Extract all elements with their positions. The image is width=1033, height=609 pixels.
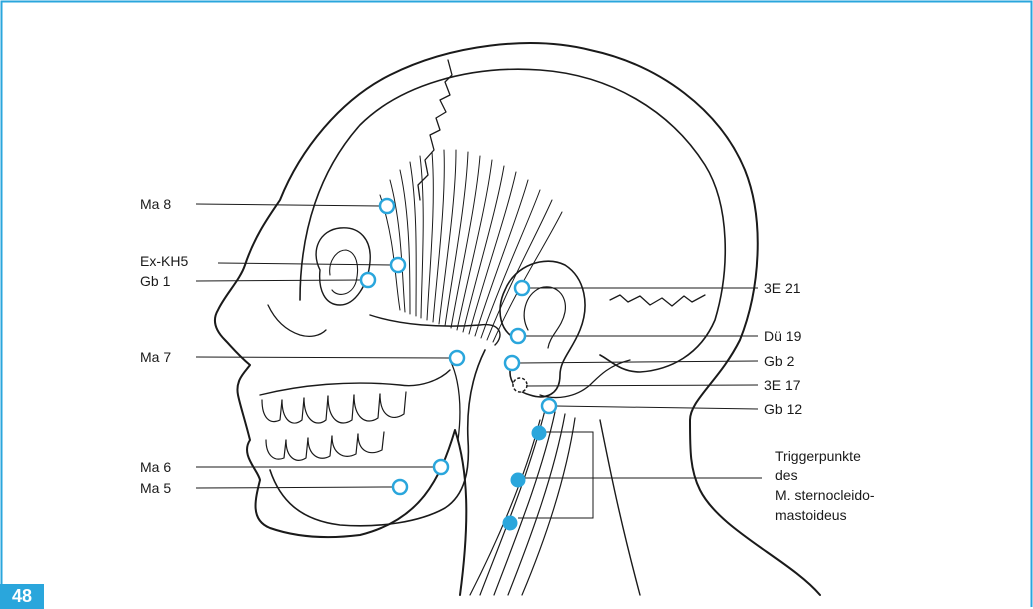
mandible-ramus bbox=[450, 360, 460, 440]
leader-ma5 bbox=[196, 487, 393, 488]
label-gb12: Gb 12 bbox=[764, 401, 802, 417]
acupuncture-points bbox=[361, 199, 556, 531]
maxilla bbox=[260, 370, 450, 395]
label-trigger-line1: Triggerpunkte bbox=[775, 448, 861, 464]
label-ma6: Ma 6 bbox=[140, 459, 171, 475]
label-du19: Dü 19 bbox=[764, 328, 802, 344]
labels-right: 3E 21 Dü 19 Gb 2 3E 17 Gb 12 Triggerpunk… bbox=[764, 280, 875, 523]
label-3e17: 3E 17 bbox=[764, 377, 801, 393]
label-gb1: Gb 1 bbox=[140, 273, 171, 289]
leader-ma8 bbox=[196, 204, 380, 206]
point-gb2 bbox=[505, 356, 519, 370]
point-gb1 bbox=[361, 273, 375, 287]
head-outline bbox=[215, 43, 820, 595]
ear-inner bbox=[524, 287, 565, 348]
point-ma8 bbox=[380, 199, 394, 213]
page-number-badge: 48 bbox=[0, 584, 44, 609]
temporalis-muscle bbox=[380, 150, 562, 342]
leader-3e17 bbox=[527, 385, 758, 386]
labels-left: Ma 8 Ex-KH5 Gb 1 Ma 7 Ma 6 Ma 5 bbox=[140, 196, 188, 496]
leader-ma7 bbox=[196, 357, 450, 358]
point-exkh5 bbox=[391, 258, 405, 272]
label-exkh5: Ex-KH5 bbox=[140, 253, 188, 269]
point-3e17 bbox=[513, 378, 527, 392]
label-trigger-line3: M. sternocleido- bbox=[775, 487, 875, 503]
orbit bbox=[316, 228, 370, 305]
label-ma5: Ma 5 bbox=[140, 480, 171, 496]
leader-gb2 bbox=[519, 361, 758, 363]
label-trigger-line2: des bbox=[775, 467, 798, 483]
label-3e21: 3E 21 bbox=[764, 280, 801, 296]
label-gb2: Gb 2 bbox=[764, 353, 795, 369]
neck-back-outline bbox=[600, 420, 640, 595]
lower-teeth bbox=[266, 432, 384, 460]
sternocleidomastoid-muscle bbox=[470, 410, 575, 595]
leader-gb12 bbox=[556, 406, 758, 409]
trigger-bracket bbox=[518, 432, 593, 518]
skull-suture-lambdoid bbox=[610, 295, 705, 306]
label-ma8: Ma 8 bbox=[140, 196, 171, 212]
point-gb12 bbox=[542, 399, 556, 413]
orbit-inner bbox=[330, 250, 358, 294]
point-3e21 bbox=[515, 281, 529, 295]
trigger-point-1 bbox=[532, 426, 547, 441]
head-illustration bbox=[215, 43, 820, 595]
trigger-point-2 bbox=[511, 473, 526, 488]
nasal-bone bbox=[268, 305, 326, 336]
point-ma5 bbox=[393, 480, 407, 494]
point-ma7 bbox=[450, 351, 464, 365]
trigger-point-3 bbox=[503, 516, 518, 531]
point-ma6 bbox=[434, 460, 448, 474]
label-trigger-line4: mastoideus bbox=[775, 507, 847, 523]
leader-gb1 bbox=[196, 280, 362, 281]
skull-outline bbox=[300, 69, 725, 372]
label-ma7: Ma 7 bbox=[140, 349, 171, 365]
point-du19 bbox=[511, 329, 525, 343]
upper-teeth bbox=[262, 392, 406, 423]
